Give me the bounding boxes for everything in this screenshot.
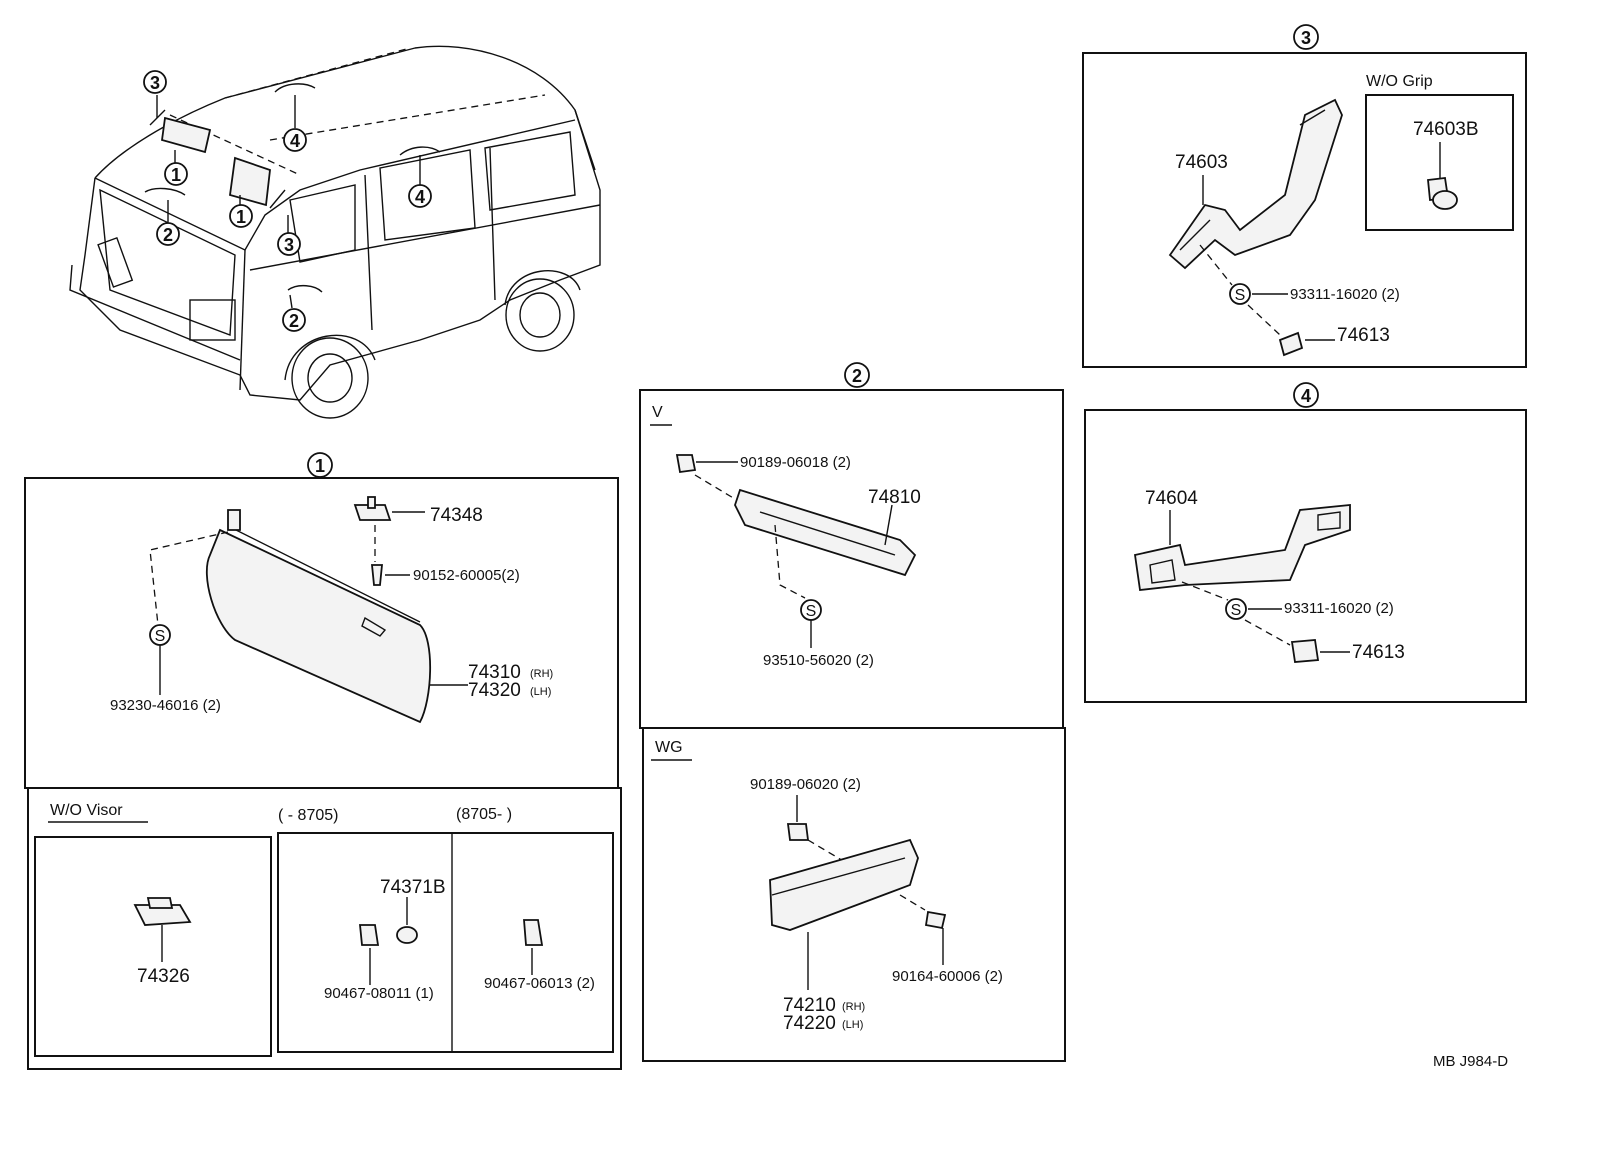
label-74320: 74320 bbox=[468, 680, 521, 701]
section-1-marker: 1 bbox=[315, 456, 325, 476]
diagram-code: MB J984-D bbox=[1433, 1053, 1508, 1070]
label-74310-side: (RH) bbox=[530, 668, 553, 680]
v-heading: V bbox=[652, 404, 663, 421]
callout-4: 4 bbox=[290, 131, 300, 151]
wg-heading: WG bbox=[655, 739, 683, 756]
label-90467-06013: 90467-06013 (2) bbox=[484, 975, 595, 992]
label-90189-06020: 90189-06020 (2) bbox=[750, 776, 861, 793]
label-74210: 74210 bbox=[783, 995, 836, 1016]
label-74613: 74613 bbox=[1352, 642, 1405, 663]
label-90164-60006: 90164-60006 (2) bbox=[892, 968, 1003, 985]
label-90189-06018: 90189-06018 (2) bbox=[740, 454, 851, 471]
label-74320-side: (LH) bbox=[530, 686, 551, 698]
label-74603: 74603 bbox=[1175, 152, 1228, 173]
label-93510-56020: 93510-56020 (2) bbox=[763, 652, 874, 669]
van-illustration bbox=[69, 45, 601, 419]
section-3: 3 W/O Grip 74603B 74603 S 93311-16020 (2… bbox=[1082, 24, 1527, 368]
s-symbol: S bbox=[1231, 602, 1242, 619]
callout-3: 3 bbox=[150, 73, 160, 93]
wo-visor-heading: W/O Visor bbox=[50, 802, 123, 819]
label-74210-side: (RH) bbox=[842, 1001, 865, 1013]
callout-2: 2 bbox=[289, 311, 299, 331]
label-74604: 74604 bbox=[1145, 488, 1198, 509]
vehicle-callouts: 3 1 2 1 3 4 4 2 bbox=[143, 70, 432, 332]
section-4-marker: 4 bbox=[1301, 386, 1311, 406]
section-2: 2 V 90189-06018 (2) 74810 S 93510-56020 … bbox=[639, 362, 1066, 1062]
wo-grip-heading: W/O Grip bbox=[1366, 73, 1433, 90]
section-1: 1 74348 90152-60005(2) S 93230-46016 (2)… bbox=[24, 452, 622, 1070]
s-symbol: S bbox=[806, 603, 817, 620]
callout-1: 1 bbox=[171, 165, 181, 185]
label-90152-60005: 90152-60005(2) bbox=[413, 567, 520, 584]
callout-3: 3 bbox=[284, 235, 294, 255]
section-2-marker: 2 bbox=[852, 366, 862, 386]
callout-2: 2 bbox=[163, 225, 173, 245]
label-90467-08011: 90467-08011 (1) bbox=[324, 985, 434, 1002]
range-after-8705: (8705- ) bbox=[456, 806, 512, 823]
range-before-8705: ( - 8705) bbox=[278, 807, 338, 824]
label-74348: 74348 bbox=[430, 505, 483, 526]
label-74371b: 74371B bbox=[380, 877, 446, 898]
section-3-marker: 3 bbox=[1301, 28, 1311, 48]
label-93230-46016: 93230-46016 (2) bbox=[110, 697, 221, 714]
label-74220-side: (LH) bbox=[842, 1019, 863, 1031]
label-74603b: 74603B bbox=[1413, 119, 1479, 140]
label-74220: 74220 bbox=[783, 1013, 836, 1034]
section-4: 4 74604 S 93311-16020 (2) 74613 bbox=[1084, 382, 1527, 703]
label-74810: 74810 bbox=[868, 487, 921, 508]
label-93311-16020: 93311-16020 (2) bbox=[1290, 286, 1400, 303]
label-74310: 74310 bbox=[468, 662, 521, 683]
s-symbol: S bbox=[155, 628, 166, 645]
label-93311-16020: 93311-16020 (2) bbox=[1284, 600, 1394, 617]
label-74613: 74613 bbox=[1337, 325, 1390, 346]
callout-4: 4 bbox=[415, 187, 425, 207]
callout-1: 1 bbox=[236, 207, 246, 227]
label-74326: 74326 bbox=[137, 966, 190, 987]
s-symbol: S bbox=[1235, 287, 1246, 304]
